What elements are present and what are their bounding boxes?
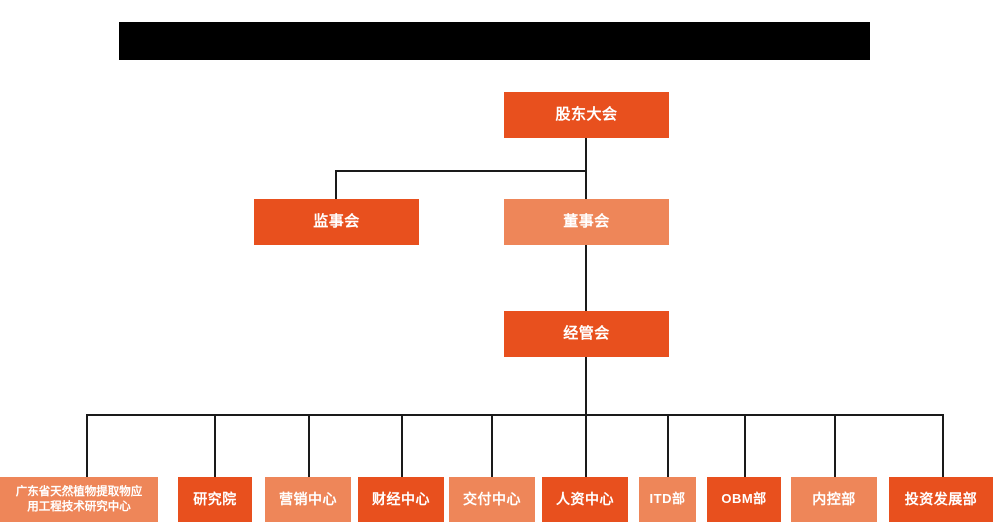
node-shareholders-meeting-label: 股东大会	[555, 105, 618, 123]
node-internal-control-department[interactable]: 内控部	[791, 477, 877, 522]
node-itd-department[interactable]: ITD部	[639, 477, 696, 522]
node-marketing-center-label: 营销中心	[279, 490, 337, 507]
node-board-of-directors-label: 董事会	[563, 212, 610, 230]
node-finance-center[interactable]: 财经中心	[358, 477, 444, 522]
connector-bus-supervisors	[335, 170, 587, 172]
node-research-institute-label: 研究院	[193, 490, 237, 507]
connector-drop-directors	[585, 170, 587, 199]
node-investment-development-department[interactable]: 投资发展部	[889, 477, 993, 522]
node-finance-center-label: 财经中心	[372, 490, 430, 507]
node-investment-development-department-label: 投资发展部	[904, 490, 978, 507]
node-board-of-supervisors[interactable]: 监事会	[254, 199, 419, 245]
connector-drop-itd-department	[667, 414, 669, 477]
connector-management-to-department-bus	[585, 357, 587, 416]
node-board-of-directors[interactable]: 董事会	[504, 199, 669, 245]
connector-drop-delivery-center	[491, 414, 493, 477]
node-human-resources-center[interactable]: 人资中心	[542, 477, 628, 522]
node-obm-department-label: OBM部	[721, 491, 767, 507]
node-marketing-center[interactable]: 营销中心	[265, 477, 351, 522]
node-delivery-center-label: 交付中心	[463, 490, 521, 507]
node-research-institute[interactable]: 研究院	[178, 477, 252, 522]
node-human-resources-center-label: 人资中心	[556, 490, 614, 507]
connector-drop-supervisors	[335, 170, 337, 199]
connector-directors-to-management	[585, 241, 587, 311]
node-board-of-supervisors-label: 监事会	[313, 212, 360, 230]
connector-drop-obm-department	[744, 414, 746, 477]
connector-drop-engineering-research-center	[86, 414, 88, 477]
node-engineering-research-center[interactable]: 广东省天然植物提取物应 用工程技术研究中心	[0, 477, 158, 522]
node-itd-department-label: ITD部	[649, 491, 686, 507]
node-shareholders-meeting[interactable]: 股东大会	[504, 92, 669, 138]
connector-drop-research-institute	[214, 414, 216, 477]
node-delivery-center[interactable]: 交付中心	[449, 477, 535, 522]
node-obm-department[interactable]: OBM部	[707, 477, 781, 522]
connector-shareholders-to-bus	[585, 138, 587, 171]
node-engineering-research-center-label: 广东省天然植物提取物应 用工程技术研究中心	[15, 486, 143, 513]
connector-drop-finance-center	[401, 414, 403, 477]
node-management-committee-label: 经管会	[563, 324, 610, 342]
connector-drop-internal-control-department	[834, 414, 836, 477]
node-internal-control-department-label: 内控部	[812, 490, 856, 507]
node-management-committee[interactable]: 经管会	[504, 311, 669, 357]
connector-department-bus	[86, 414, 944, 416]
connector-drop-marketing-center	[308, 414, 310, 477]
connector-drop-human-resources-center	[585, 414, 587, 477]
redacted-title-banner	[119, 22, 870, 60]
connector-drop-investment-development-department	[942, 414, 944, 477]
